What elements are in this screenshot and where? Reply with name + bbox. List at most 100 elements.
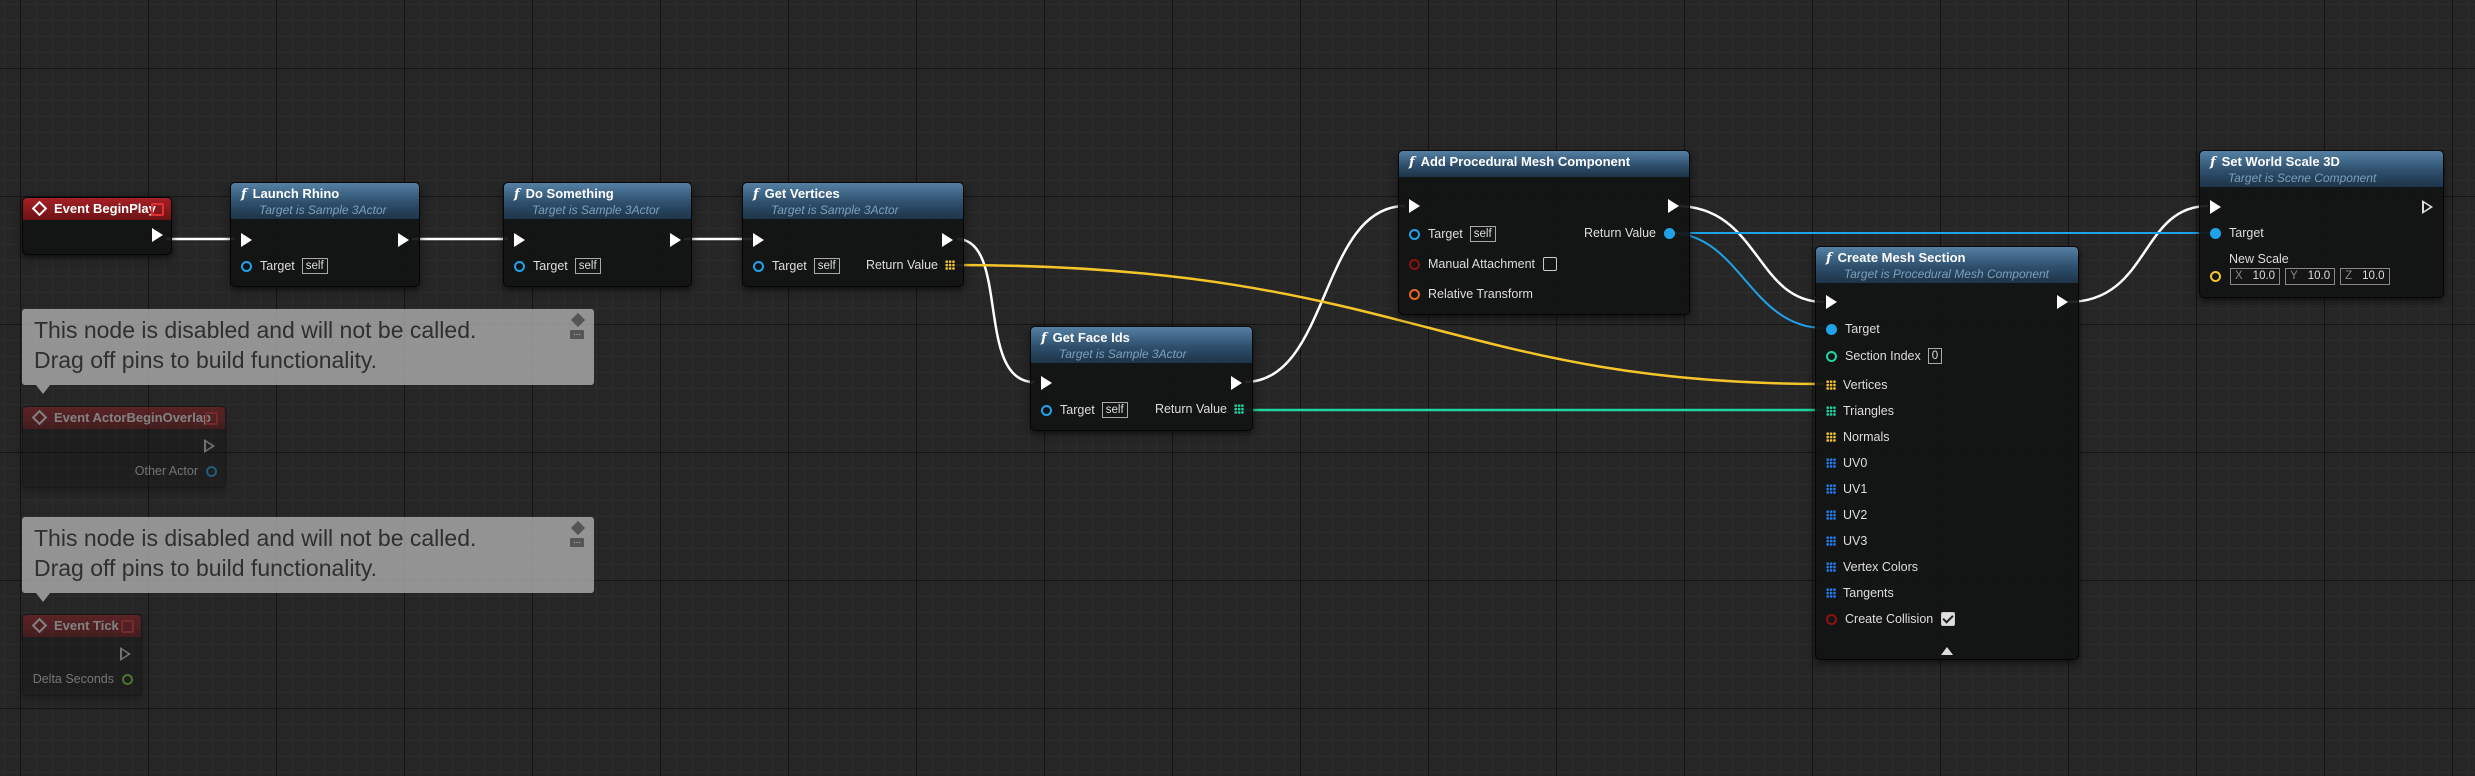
- exec-out-pin[interactable]: [120, 647, 131, 661]
- node-subtitle: Target is Procedural Mesh Component: [1844, 267, 2049, 281]
- exec-out-pin[interactable]: [1668, 199, 1679, 213]
- create-collision-checkbox[interactable]: [1941, 612, 1956, 626]
- disabled-node-comment: This node is disabled and will not be ca…: [22, 309, 594, 394]
- node-title: Get Face Ids: [1052, 330, 1130, 345]
- node-title: Do Something: [525, 186, 614, 201]
- exec-out-pin[interactable]: [152, 228, 163, 242]
- pin-comment-icon[interactable]: ...: [570, 520, 586, 553]
- event-actor-begin-overlap-node[interactable]: Event ActorBeginOverlap Other Actor: [22, 406, 226, 488]
- manual-attachment-pin[interactable]: Manual Attachment: [1409, 257, 1558, 271]
- triangles-pin[interactable]: Triangles: [1826, 404, 1894, 418]
- manual-attachment-checkbox[interactable]: [1543, 257, 1558, 271]
- exec-in-pin[interactable]: [1409, 199, 1420, 213]
- exec-in-pin[interactable]: [753, 233, 764, 247]
- expand-arrow-icon[interactable]: [1941, 647, 1953, 655]
- object-pin-icon: [241, 260, 252, 272]
- node-header: Event Tick: [23, 615, 141, 637]
- exec-in-pin[interactable]: [1826, 295, 1837, 309]
- target-pin[interactable]: Target: [2210, 226, 2264, 240]
- int-array-pin-icon: [1826, 406, 1836, 416]
- vertices-pin[interactable]: Vertices: [1826, 378, 1887, 392]
- exec-out-pin[interactable]: [942, 233, 953, 247]
- struct-array-pin-icon: [1826, 484, 1836, 494]
- uv1-pin[interactable]: UV1: [1826, 482, 1867, 496]
- tangents-pin[interactable]: Tangents: [1826, 586, 1894, 600]
- exec-out-pin[interactable]: [670, 233, 681, 247]
- bool-pin-icon: [1826, 613, 1837, 625]
- struct-array-pin-icon: [1826, 458, 1836, 468]
- target-pin[interactable]: Target: [1826, 322, 1880, 336]
- vector-array-pin-icon: [945, 260, 955, 270]
- create-collision-pin[interactable]: Create Collision: [1826, 612, 1956, 626]
- event-beginplay-node[interactable]: Event BeginPlay: [22, 197, 172, 255]
- event-tick-node[interactable]: Event Tick Delta Seconds: [22, 614, 142, 696]
- return-value-pin[interactable]: Return Value: [866, 258, 955, 272]
- self-tag: self: [813, 258, 840, 274]
- exec-out-pin[interactable]: [398, 233, 409, 247]
- vector-array-pin-icon: [1826, 380, 1836, 390]
- exec-out-pin[interactable]: [2422, 200, 2433, 214]
- uv3-pin[interactable]: UV3: [1826, 534, 1867, 548]
- int-array-pin-icon: [1234, 404, 1244, 414]
- return-value-pin[interactable]: Return Value: [1584, 226, 1675, 240]
- exec-wire-getfaceids-addmesh: [1244, 204, 1406, 384]
- self-tag: self: [1469, 226, 1496, 242]
- self-tag: self: [301, 258, 328, 274]
- node-title: Get Vertices: [764, 186, 840, 201]
- delegate-pin-icon[interactable]: [121, 620, 134, 633]
- section-index-input[interactable]: 0: [1927, 348, 1943, 364]
- float-pin-icon: [122, 673, 133, 685]
- exec-out-pin[interactable]: [2057, 295, 2068, 309]
- node-title: Set World Scale 3D: [2221, 154, 2340, 169]
- transform-pin-icon: [1409, 288, 1420, 300]
- exec-in-pin[interactable]: [2210, 200, 2221, 214]
- relative-transform-pin[interactable]: Relative Transform: [1409, 287, 1533, 301]
- uv2-pin[interactable]: UV2: [1826, 508, 1867, 522]
- exec-arrow-icon: [120, 647, 131, 661]
- exec-in-pin[interactable]: [241, 233, 252, 247]
- vertex-colors-pin[interactable]: Vertex Colors: [1826, 560, 1918, 574]
- return-to-target-wire: [1669, 232, 1825, 329]
- exec-in-pin[interactable]: [514, 233, 525, 247]
- exec-arrow-icon: [241, 233, 252, 247]
- bool-pin-icon: [1409, 258, 1420, 270]
- function-icon: f: [753, 187, 759, 202]
- delegate-pin-icon[interactable]: [205, 412, 218, 425]
- exec-arrow-icon: [398, 233, 409, 247]
- normals-pin[interactable]: Normals: [1826, 430, 1890, 444]
- delta-seconds-pin[interactable]: Delta Seconds: [33, 672, 133, 686]
- node-title: Event BeginPlay: [54, 201, 156, 216]
- uv0-pin[interactable]: UV0: [1826, 456, 1867, 470]
- other-actor-pin[interactable]: Other Actor: [135, 464, 217, 478]
- exec-in-pin[interactable]: [1041, 376, 1052, 390]
- function-icon: f: [1041, 331, 1047, 346]
- delegate-pin-icon[interactable]: [151, 203, 164, 216]
- event-diamond-icon: [31, 409, 48, 426]
- return-value-pin[interactable]: Return Value: [1155, 402, 1244, 416]
- pin-comment-icon[interactable]: ...: [570, 312, 586, 345]
- exec-out-pin[interactable]: [204, 439, 215, 453]
- exec-out-pin[interactable]: [1231, 376, 1242, 390]
- function-icon: f: [241, 187, 247, 202]
- exec-arrow-icon: [942, 233, 953, 247]
